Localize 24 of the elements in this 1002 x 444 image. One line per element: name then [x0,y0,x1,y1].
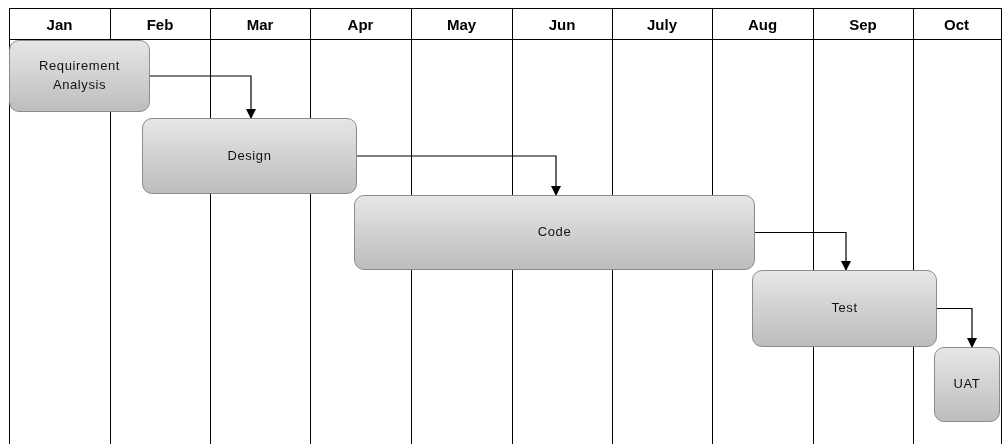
month-header: Aug [746,14,779,35]
task-box [142,118,357,194]
arrow [149,75,256,119]
task-label: Test [831,299,858,318]
task-label: Code [537,223,572,242]
month-header: Mar [245,14,275,35]
arrow [754,231,851,271]
task-label: Requirement Analysis [38,57,121,94]
month-header: May [445,14,478,35]
month-header: July [646,14,678,35]
month-header: Oct [943,14,970,35]
month-header: Jan [45,14,74,35]
month-header: Apr [346,14,375,35]
task-box [354,195,755,270]
month-header: Feb [145,14,175,35]
task-box [9,40,150,112]
task-box [934,347,1000,422]
task-label: UAT [953,375,981,394]
arrow [936,307,977,348]
arrow [356,155,561,196]
month-header: Sep [848,14,878,35]
task-label: Design [227,146,272,165]
month-header: Jun [547,14,577,35]
task-box [752,270,937,347]
